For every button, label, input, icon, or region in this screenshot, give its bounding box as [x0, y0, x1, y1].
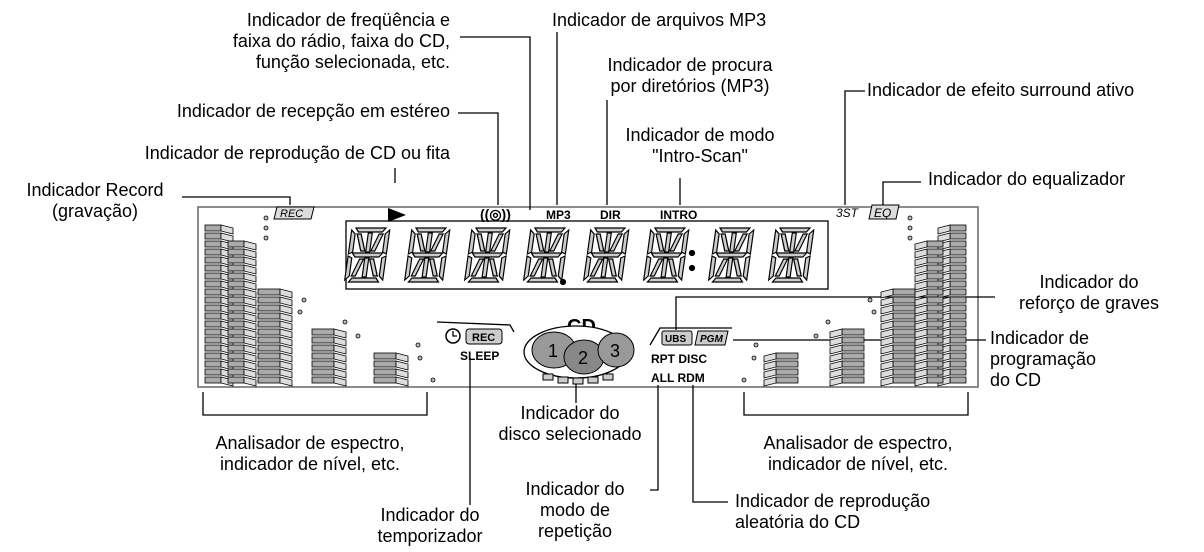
spectrum-dot-18 [753, 342, 759, 348]
bracket-right [743, 392, 969, 416]
svg-text:3: 3 [610, 341, 620, 361]
spectrum-left-col-3 [257, 288, 293, 387]
segment-digits [343, 227, 815, 286]
digit-panel [345, 220, 829, 290]
spectrum-dot-9 [417, 355, 423, 361]
spectrum-dot-10 [430, 377, 436, 383]
digit-8 [767, 227, 815, 283]
spectrum-dot-3 [263, 235, 269, 241]
label-mp3-indicator: Indicador de arquivos MP3 [552, 10, 767, 30]
svg-text:REC: REC [472, 332, 495, 344]
label-bass-indicator: Indicador do reforço de graves [1018, 272, 1160, 313]
label-timer-indicator: Indicador do temporizador [377, 505, 483, 546]
spectrum-right-col-2 [914, 240, 944, 387]
spectrum-dot-8 [415, 342, 421, 348]
spectrum-dot-2 [263, 225, 269, 231]
label-random-indicator: Indicador de reprodução aleatória do CD [735, 491, 931, 532]
play-icon [388, 208, 406, 222]
svg-text:ALL RDM: ALL RDM [651, 371, 705, 385]
stereo-icon: ((◎)) [480, 206, 511, 222]
spectrum-left-col-5 [373, 352, 409, 387]
spectrum-dot-14 [867, 297, 873, 303]
spectrum-dot-13 [907, 235, 913, 241]
spectrum-dot-15 [871, 309, 877, 315]
digit-5 [582, 227, 630, 283]
spectrum-right-col-4 [829, 328, 865, 387]
leader-freq [460, 36, 531, 210]
leader-surround [844, 90, 865, 205]
digit-dot [559, 278, 567, 286]
svg-text:UBS: UBS [665, 334, 686, 345]
digit-2 [403, 227, 451, 283]
digit-6 [642, 227, 690, 283]
label-repeat-indicator: Indicador do modo de repetição [525, 479, 625, 541]
digit-1 [343, 227, 391, 283]
label-directory-indicator: Indicador de procura por diretórios (MP3… [607, 55, 773, 96]
leader-random [692, 385, 728, 503]
leader-eq [882, 181, 921, 205]
svg-text:EQ: EQ [874, 206, 891, 220]
bracket-left [202, 392, 428, 416]
st-text: 3ST [836, 206, 860, 220]
spectrum-dot-19 [751, 355, 757, 361]
spectrum-dot-1 [263, 215, 269, 221]
spectrum-dot-16 [825, 319, 831, 325]
label-disc-indicator: Indicador do disco selecionado [498, 403, 642, 444]
digit-7 [707, 227, 755, 283]
label-play-indicator: Indicador de reprodução de CD ou fita [144, 143, 450, 163]
digit-colon-bottom [688, 264, 696, 272]
digit-3 [463, 227, 511, 283]
spectrum-dot-4 [301, 297, 307, 303]
digit-4 [522, 227, 570, 283]
svg-text:PGM: PGM [700, 334, 723, 345]
dir-text: DIR [600, 208, 621, 222]
spectrum-dot-20 [741, 377, 747, 383]
spectrum-left-col-4 [311, 328, 347, 387]
disc3-circle [597, 332, 635, 368]
label-intro-indicator: Indicador de modo "Intro-Scan" [625, 125, 775, 166]
label-eq-indicator: Indicador do equalizador [928, 169, 1126, 189]
leader-repeat [650, 385, 659, 491]
rec-top-badge: REC [273, 206, 315, 220]
ubs-pgm-block: UBS PGM RPT DISC ALL RDM [649, 327, 732, 385]
label-frequency-indicator: Indicador de freqüência e faixa do rádio… [232, 10, 450, 72]
label-spectrum-right: Analisador de espectro, indicador de nív… [763, 433, 953, 474]
spectrum-dot-7 [355, 333, 361, 339]
spectrum-right-col-5 [763, 352, 799, 387]
svg-text:2: 2 [578, 348, 588, 368]
leader-record [182, 196, 291, 205]
svg-text:RPT DISC: RPT DISC [651, 352, 707, 366]
label-surround-indicator: Indicador de efeito surround ativo [867, 80, 1135, 100]
label-stereo-indicator: Indicador de recepção em estéreo [176, 101, 450, 121]
spectrum-dot-17 [813, 333, 819, 339]
spectrum-left-col-2 [227, 240, 257, 387]
leader-stereo [458, 112, 499, 205]
spectrum-dot-6 [342, 319, 348, 325]
digit-colon-top [688, 249, 696, 257]
spectrum-dot-5 [297, 309, 303, 315]
spectrum-right-col-3 [880, 288, 916, 387]
spectrum-analyzer [204, 215, 967, 387]
spectrum-dot-12 [907, 225, 913, 231]
label-program-indicator: Indicador de programação do CD [990, 328, 1097, 390]
intro-text: INTRO [660, 208, 697, 222]
leader-bass [675, 296, 995, 330]
label-record-indicator: Indicador Record (gravação) [26, 180, 164, 221]
spectrum-dot-11 [907, 215, 913, 221]
cd-disc-block: CD 1 2 3 [523, 316, 635, 385]
mp3-text: MP3 [546, 208, 571, 222]
timer-block: REC SLEEP [436, 321, 515, 363]
eq-badge: EQ [868, 204, 900, 220]
label-spectrum-left: Analisador de espectro, indicador de nív… [215, 433, 405, 474]
sleep-text: SLEEP [460, 349, 499, 363]
svg-text:REC: REC [280, 208, 303, 220]
svg-text:1: 1 [548, 341, 558, 361]
